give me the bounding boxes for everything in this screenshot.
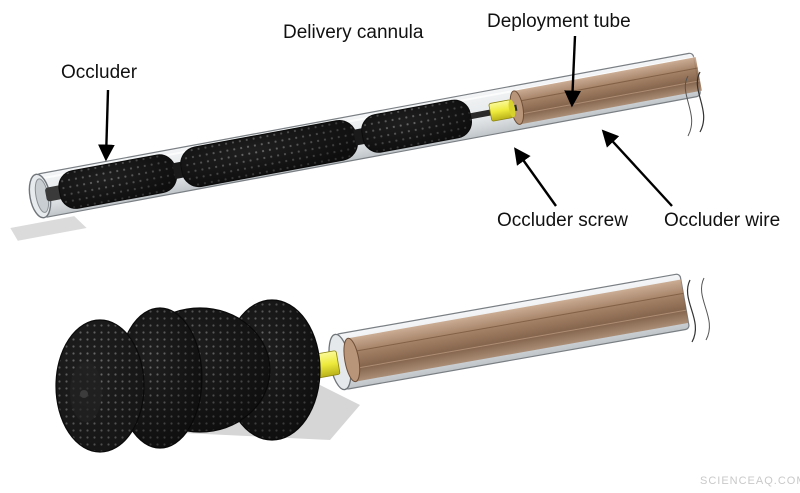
bottom-cut-mark-2 — [701, 277, 710, 341]
top-assembly — [10, 52, 702, 241]
arrow-deployment-tube — [564, 35, 581, 108]
label-occluder-screw: Occluder screw — [497, 210, 628, 231]
deployment-tube — [509, 57, 702, 125]
occluder-expanded — [55, 299, 321, 453]
arrow-occluder-screw — [514, 147, 557, 207]
label-occluder: Occluder — [61, 62, 138, 83]
occluder-compressed — [45, 99, 472, 209]
bottom-cut-mark — [687, 279, 697, 343]
bottom-assembly — [55, 273, 690, 453]
top-cut-mark — [696, 71, 705, 133]
watermark: SCIENCEAQ.COM — [700, 475, 800, 487]
top-cut-mark-2 — [684, 75, 693, 137]
occluder-screw-top — [488, 99, 516, 122]
label-deployment-tube: Deployment tube — [487, 11, 631, 32]
arrow-occluder-wire — [601, 129, 673, 207]
label-delivery-cannula: Delivery cannula — [283, 22, 424, 43]
cannula-bottom — [299, 273, 690, 391]
arrow-occluder — [97, 89, 115, 162]
label-occluder-wire: Occluder wire — [664, 210, 780, 231]
top-shadow — [10, 216, 87, 241]
